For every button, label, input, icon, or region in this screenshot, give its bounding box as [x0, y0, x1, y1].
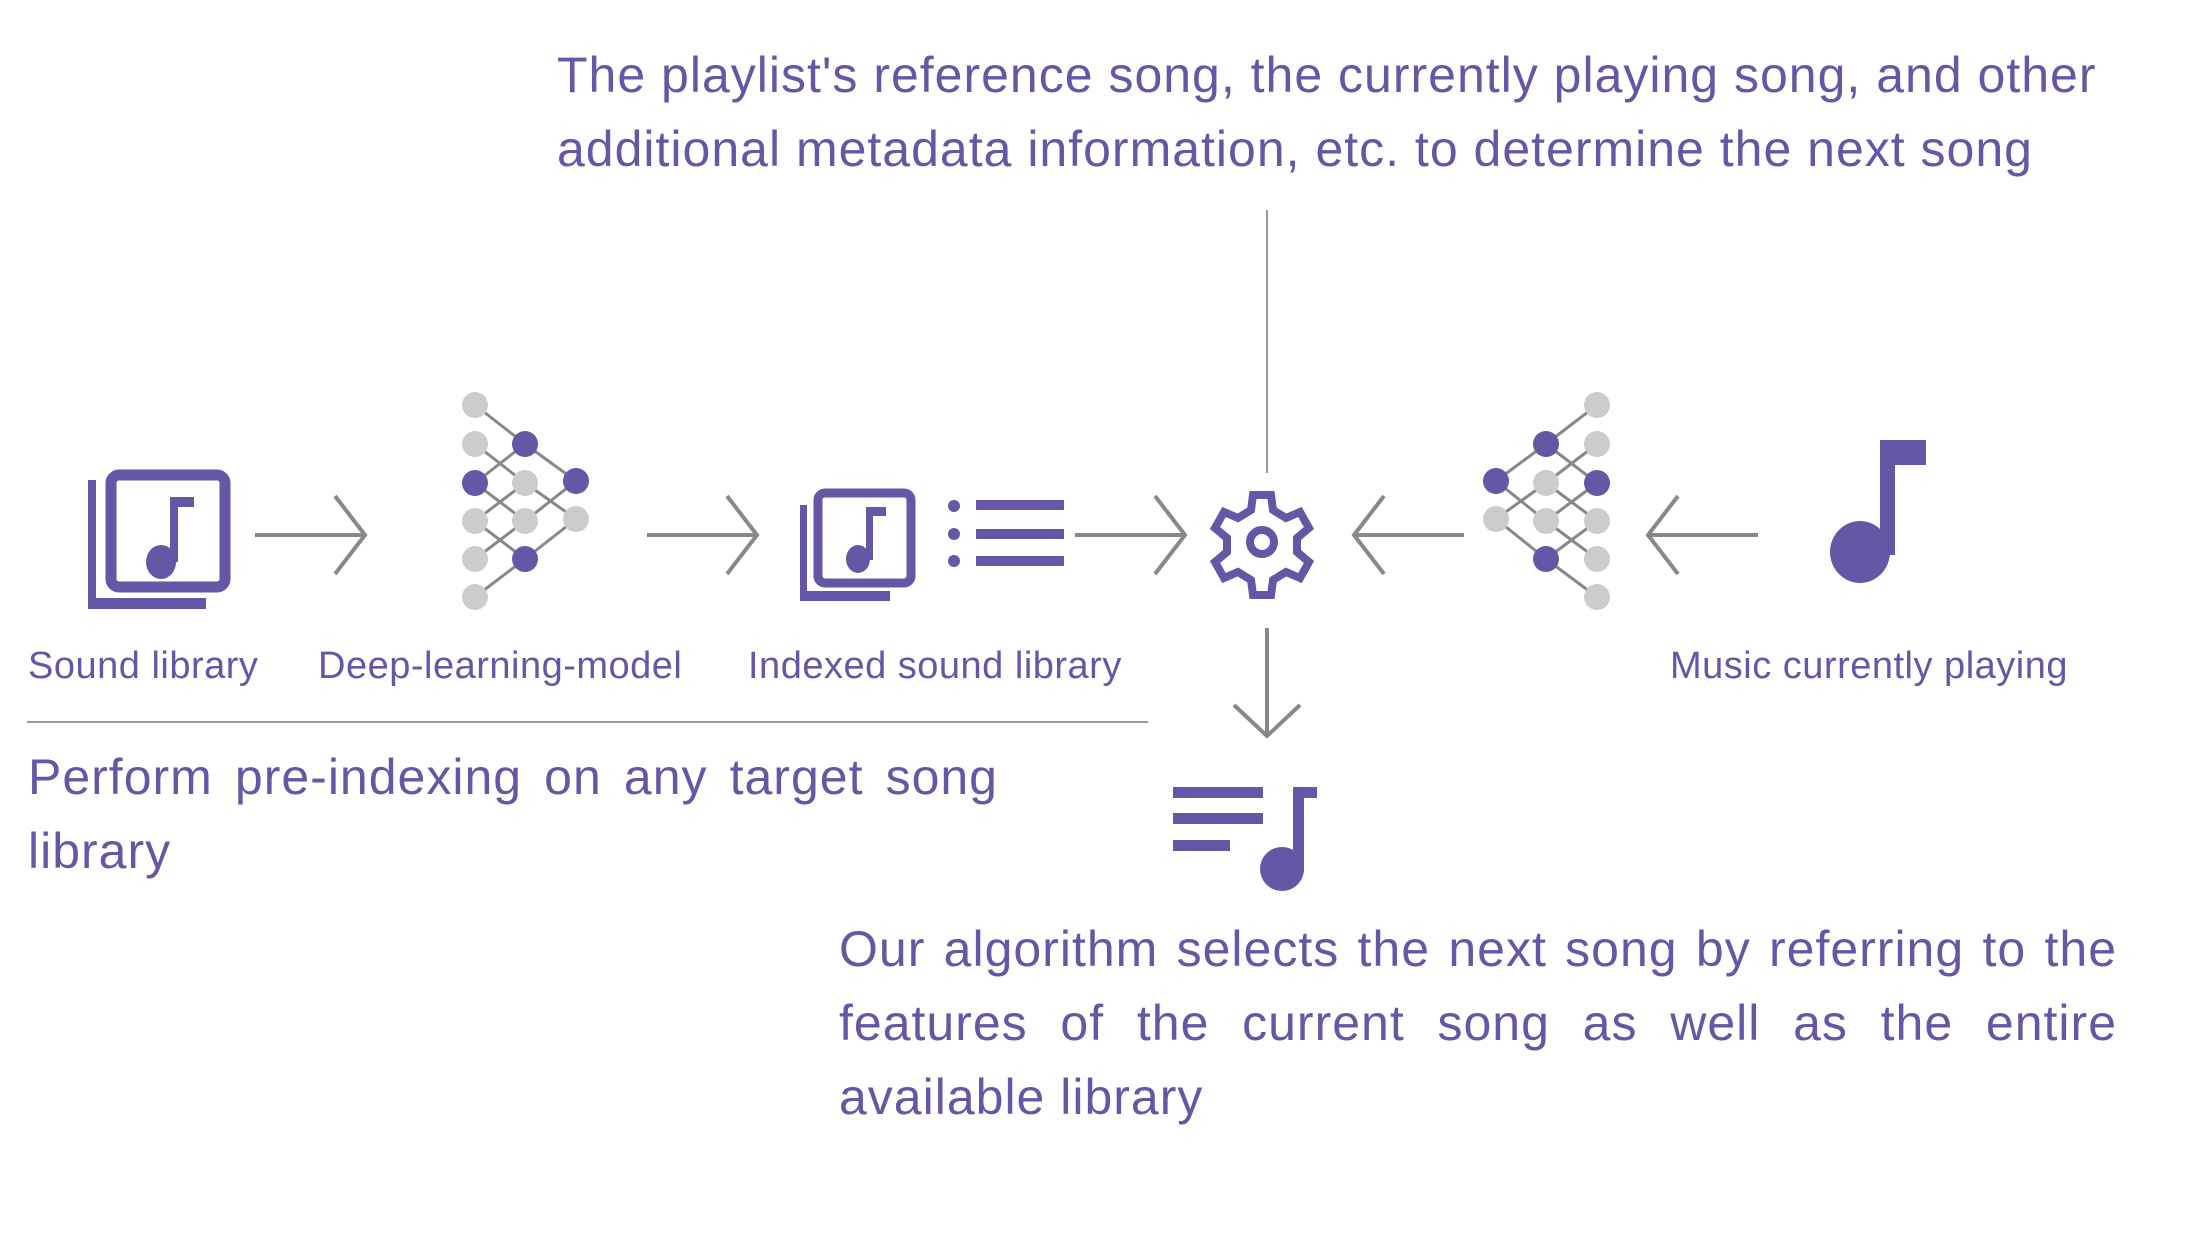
label-current-music: Music currently playing: [1670, 645, 2068, 687]
arrow-right-icon: [647, 494, 760, 576]
current-model-icon-node: [1584, 546, 1610, 572]
music-note-icon: [1830, 440, 1926, 583]
current-model-icon-node: [1483, 468, 1509, 494]
model-icon-node: [462, 392, 488, 418]
label-model: Deep-learning-model: [318, 645, 683, 687]
current-model-icon-node: [1533, 508, 1559, 534]
model-icon-node: [462, 546, 488, 572]
arrow-right-icon: [255, 494, 368, 576]
arrow-down-icon: [1232, 628, 1302, 739]
top-note: The playlist's reference song, the curre…: [557, 47, 2097, 177]
model-icon-node: [512, 508, 538, 534]
model-icon-node: [462, 470, 488, 496]
current-model-icon-node: [1584, 508, 1610, 534]
model-icon-node: [512, 470, 538, 496]
model-icon-node: [512, 431, 538, 457]
arrow-left-icon: [1351, 494, 1464, 576]
arrow-left-icon: [1645, 494, 1758, 576]
indexed-library-icon: [800, 488, 916, 601]
current-model-icon-node: [1584, 431, 1610, 457]
current-model-icon-node: [1584, 392, 1610, 418]
current-model-icon-node: [1533, 431, 1559, 457]
model-icon-node: [563, 506, 589, 532]
playlist-icon: [1173, 787, 1317, 891]
label-sound-library: Sound library: [28, 645, 259, 687]
model-icon-node: [462, 508, 488, 534]
gear-icon: [1209, 491, 1315, 599]
left-note: Perform pre-indexing on any target song …: [28, 749, 998, 879]
bottom-note: Our algorithm selects the next song by r…: [839, 921, 2117, 1125]
current-model-icon-node: [1533, 546, 1559, 572]
model-icon-node: [563, 468, 589, 494]
model-icon-node: [462, 584, 488, 610]
current-model-icon-node: [1584, 470, 1610, 496]
model-icon-node: [512, 546, 538, 572]
sound-library-icon: [88, 469, 231, 609]
model-icon-node: [462, 431, 488, 457]
label-indexed: Indexed sound library: [748, 645, 1122, 687]
list-icon: [948, 500, 1064, 567]
arrow-right-icon: [1075, 494, 1188, 576]
current-model-icon-node: [1483, 506, 1509, 532]
current-model-icon-node: [1584, 584, 1610, 610]
current-model-icon-node: [1533, 470, 1559, 496]
